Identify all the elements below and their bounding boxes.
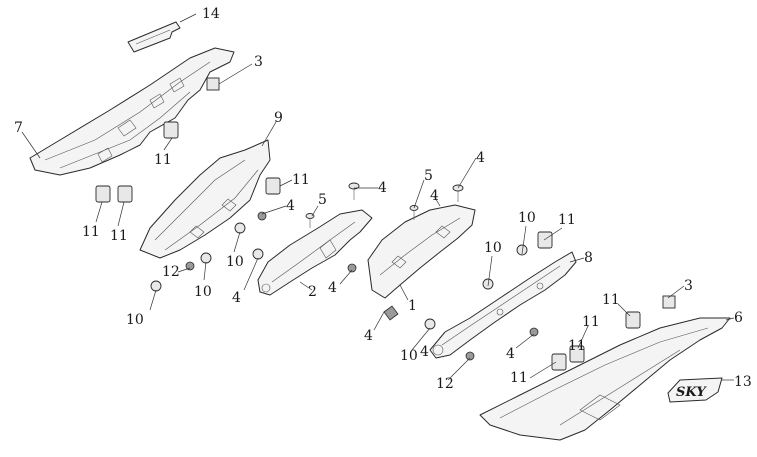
part-1-inner-bracket: [367, 204, 476, 299]
callout-4: 4: [420, 344, 429, 360]
callout-1: 1: [408, 298, 417, 314]
callout-5: 5: [424, 168, 433, 184]
callout-4: 4: [506, 346, 515, 362]
callout-11: 11: [602, 292, 620, 308]
callout-4: 4: [232, 290, 241, 306]
callout-10: 10: [518, 210, 536, 226]
callout-8: 8: [584, 250, 593, 266]
callout-10: 10: [126, 312, 144, 328]
callout-10: 10: [484, 240, 502, 256]
callout-10: 10: [194, 284, 212, 300]
callout-10: 10: [400, 348, 418, 364]
callout-4: 4: [286, 198, 295, 214]
clip-parts-11: [95, 121, 641, 371]
callout-4: 4: [328, 280, 337, 296]
callout-10: 10: [226, 254, 244, 270]
part-7-side-cover: [29, 47, 235, 176]
part-8-rail: [429, 251, 577, 359]
callout-12: 12: [436, 376, 454, 392]
callout-11: 11: [582, 314, 600, 330]
callout-4: 4: [430, 188, 439, 204]
callout-3: 3: [254, 54, 263, 70]
callout-13: 13: [734, 374, 752, 390]
callout-7: 7: [14, 120, 23, 136]
callout-11: 11: [154, 152, 172, 168]
callout-14: 14: [202, 6, 220, 22]
part-6-lower-cover: [479, 317, 731, 441]
part-2-bracket: [257, 209, 373, 296]
callout-2: 2: [308, 284, 317, 300]
callout-11: 11: [510, 370, 528, 386]
callout-9: 9: [274, 110, 283, 126]
leader-lines: [21, 13, 735, 381]
callout-4: 4: [364, 328, 373, 344]
callout-11: 11: [110, 228, 128, 244]
part-13-decal: SKY: [667, 377, 723, 403]
part-14-emblem: [127, 21, 181, 53]
callout-12: 12: [162, 264, 180, 280]
callout-11: 11: [558, 212, 576, 228]
decal-text: SKY: [676, 385, 707, 400]
callout-6: 6: [734, 310, 743, 326]
callout-11: 11: [82, 224, 100, 240]
part-9-cover: [139, 139, 271, 259]
callout-labels: 14 3 7 9 11 11 11 11 5 4 4 5 4 10 11 4 1…: [14, 6, 752, 392]
nut-parts-3: [206, 77, 676, 309]
callout-11: 11: [568, 338, 586, 354]
callout-5: 5: [318, 192, 327, 208]
callout-11: 11: [292, 172, 310, 188]
callout-4: 4: [378, 180, 387, 196]
callout-3: 3: [684, 278, 693, 294]
callout-4: 4: [476, 150, 485, 166]
